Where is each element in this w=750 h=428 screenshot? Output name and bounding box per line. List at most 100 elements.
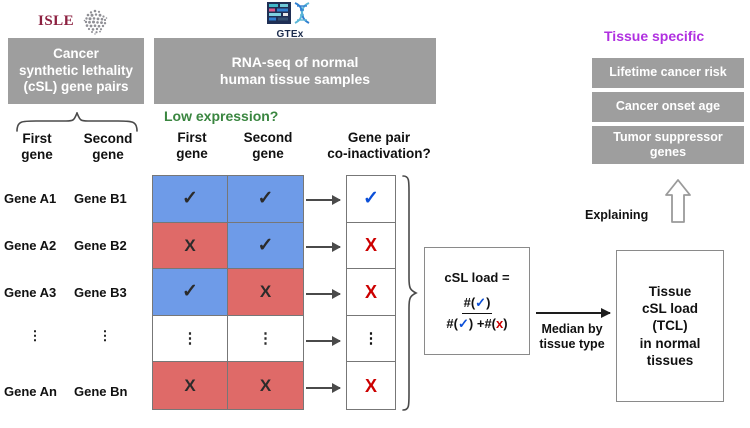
gene-pair-first-1: Gene A1 xyxy=(4,191,57,206)
expr-cell-r4-first: ⋮ xyxy=(153,315,228,363)
header-expr-first-line2: gene xyxy=(176,145,208,161)
isle-cluster-icon xyxy=(80,7,110,35)
check-icon: ✓ xyxy=(363,188,379,210)
row-arrow-5 xyxy=(306,383,341,393)
check-icon: ✓ xyxy=(182,281,198,303)
cancer-box-line-3: (cSL) gene pairs xyxy=(23,79,129,95)
formula-num-suffix: ) xyxy=(486,295,491,310)
cross-icon: X xyxy=(364,375,377,396)
formula-title: cSL load = xyxy=(444,270,510,285)
gene-pair-second-1: Gene B1 xyxy=(74,191,127,206)
coinact-cell-4: ⋮ xyxy=(347,316,395,363)
coinact-cell-2: X xyxy=(347,223,395,270)
median-by-tissue-label: Median by tissue type xyxy=(534,322,610,352)
tissue-specific-caption: Tissue specific xyxy=(604,28,705,44)
cross-icon: X xyxy=(364,281,377,302)
formula-den-right-prefix: #( xyxy=(484,316,496,331)
vertical-ellipsis-icon: ⋮ xyxy=(258,330,273,348)
tcl-line-3: (TCL) xyxy=(652,318,688,334)
cross-icon: X xyxy=(259,282,272,302)
header-pairs-second-gene: Second gene xyxy=(72,131,144,163)
expr-cell-r3-first: ✓ xyxy=(153,269,228,316)
formula-den-left-prefix: #( xyxy=(446,316,458,331)
expr-cell-r2-second: ✓ xyxy=(228,222,303,270)
gene-pair-first-n: Gene An xyxy=(4,384,57,399)
low-expression-caption: Low expression? xyxy=(164,108,279,124)
explaining-up-arrow-icon xyxy=(664,178,692,224)
isle-logo-text: ISLE xyxy=(38,12,75,29)
header-expr-first-gene: First gene xyxy=(156,130,228,162)
cross-icon: x xyxy=(496,316,504,331)
header-expr-second-gene: Second gene xyxy=(232,130,304,162)
header-coinact-line2: co-inactivation? xyxy=(327,145,431,161)
cross-icon: X xyxy=(184,235,196,255)
header-gene-pair-coinactivation: Gene pair co-inactivation? xyxy=(318,130,440,162)
row-arrow-1 xyxy=(306,195,341,205)
header-expr-second-line2: gene xyxy=(252,145,284,161)
explaining-label: Explaining xyxy=(585,208,649,222)
median-label-line2: tissue type xyxy=(539,337,605,351)
cross-icon: X xyxy=(259,376,272,396)
expr-cell-r4-second: ⋮ xyxy=(228,315,303,363)
gtex-dna-icon xyxy=(267,2,313,28)
outcome-cancer-onset-age: Cancer onset age xyxy=(592,92,744,122)
coinactivation-brace xyxy=(400,174,418,412)
expression-grid: ✓ ✓ X ✓ ✓ X ⋮ ⋮ X X xyxy=(152,175,304,410)
isle-logo: ISLE xyxy=(38,6,138,36)
check-icon: ✓ xyxy=(182,188,198,210)
check-icon: ✓ xyxy=(475,295,487,310)
rnaseq-box-line-2: human tissue samples xyxy=(219,71,371,87)
cancer-box-line-2: synthetic lethality xyxy=(18,62,134,78)
header-pairs-first-line1: First xyxy=(22,131,52,146)
outcome-tumor-suppressor-genes: Tumor suppressor genes xyxy=(592,126,744,164)
cross-icon: X xyxy=(184,376,196,396)
formula-operator: + xyxy=(476,316,485,331)
vertical-ellipsis-icon: ⋮ xyxy=(363,330,379,348)
formula-denominator: #(✓) +#(x) xyxy=(446,314,507,332)
gene-pair-second-3: Gene B3 xyxy=(74,285,127,300)
header-pairs-second-line1: Second xyxy=(83,131,133,146)
coinact-cell-3: X xyxy=(347,269,395,316)
check-icon: ✓ xyxy=(257,234,274,256)
tcl-line-5: tissues xyxy=(646,352,694,368)
row-arrow-2 xyxy=(306,242,341,252)
check-icon: ✓ xyxy=(457,316,469,331)
cross-icon: X xyxy=(364,235,377,256)
header-pairs-first-line2: gene xyxy=(21,146,53,162)
formula-den-right-suffix: ) xyxy=(503,316,508,331)
expr-cell-r5-first: X xyxy=(153,362,228,409)
row-arrow-4 xyxy=(306,336,341,346)
coinactivation-column: ✓ X X ⋮ X xyxy=(346,175,396,410)
expr-cell-r5-second: X xyxy=(228,362,303,409)
formula-numerator: #(✓) xyxy=(461,295,493,314)
cancer-csl-pairs-box: Cancer synthetic lethality (cSL) gene pa… xyxy=(8,38,144,104)
tcl-line-4: in normal xyxy=(639,335,701,351)
csl-load-formula-box: cSL load = #(✓) #(✓) +#(x) xyxy=(424,247,530,355)
expr-cell-r1-second: ✓ xyxy=(228,176,303,223)
coinact-cell-5: X xyxy=(347,362,395,409)
gene-pair-first-2: Gene A2 xyxy=(4,238,57,253)
outcome-tumor-line2: genes xyxy=(649,145,687,159)
expr-cell-r1-first: ✓ xyxy=(153,176,228,223)
tcl-line-2: cSL load xyxy=(641,301,698,317)
check-icon: ✓ xyxy=(257,188,274,210)
header-expr-first-line1: First xyxy=(177,130,207,145)
header-pairs-second-line2: gene xyxy=(92,146,124,162)
gene-pair-first-ellipsis: ⋮ xyxy=(28,328,42,343)
header-expr-second-line1: Second xyxy=(243,130,293,145)
gene-pair-first-3: Gene A3 xyxy=(4,285,57,300)
tcl-line-1: Tissue xyxy=(648,283,692,299)
expr-cell-r2-first: X xyxy=(153,222,228,270)
cancer-box-line-1: Cancer xyxy=(53,46,99,62)
outcome-tumor-line1: Tumor suppressor xyxy=(613,129,723,144)
rnaseq-box: RNA-seq of normal human tissue samples xyxy=(154,38,436,104)
gene-pair-brace xyxy=(14,110,140,132)
expr-cell-r3-second: X xyxy=(228,269,303,316)
gtex-logo: GTEx xyxy=(258,2,322,40)
median-arrow xyxy=(536,307,611,318)
tissue-csl-load-box: Tissue cSL load (TCL) in normal tissues xyxy=(616,250,724,402)
formula-den-left-suffix: ) xyxy=(468,316,474,331)
header-pairs-first-gene: First gene xyxy=(4,131,70,163)
gtex-logo-text: GTEx xyxy=(276,29,304,40)
